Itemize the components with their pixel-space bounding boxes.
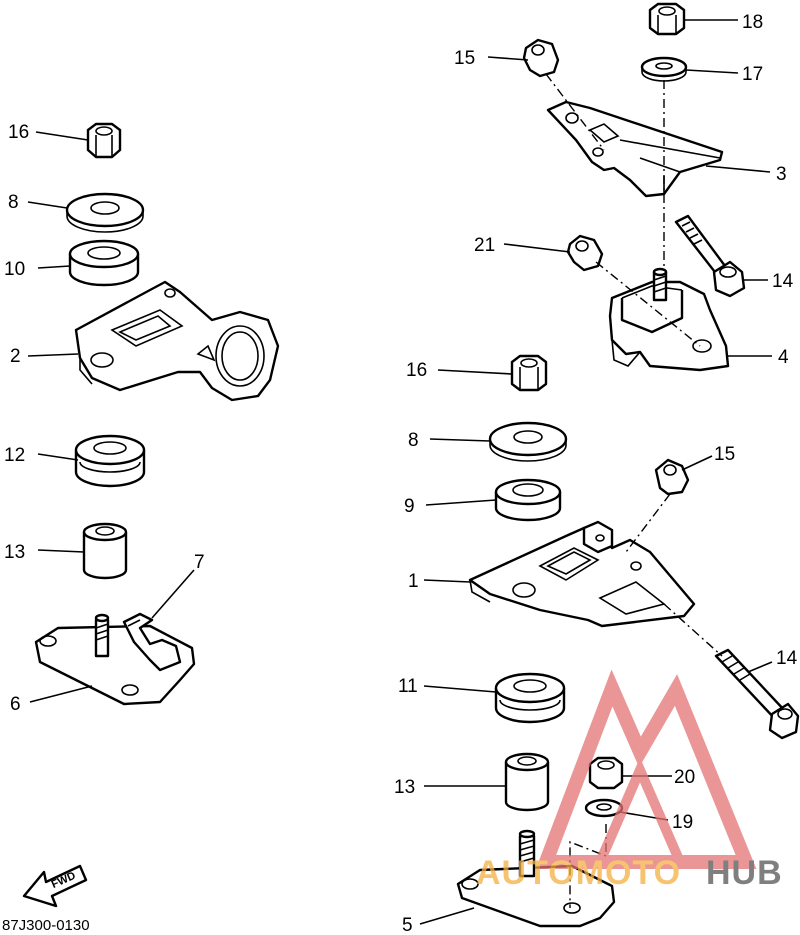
watermark-logo: AUTOMOTO HUB [476,669,783,892]
part-bracket-1 [468,520,696,628]
part-bolt-14-upper [674,214,746,298]
callout-1: 1 [408,571,419,592]
part-grommet-12 [74,434,146,488]
callout-8-right: 8 [408,430,419,451]
watermark-text-a: AUTOMOTO [476,854,681,892]
part-nut-15-mid [654,458,690,496]
watermark-triangle-icon [535,669,757,869]
callout-4: 4 [778,347,789,368]
callout-2: 2 [10,346,21,367]
callout-16-left: 16 [8,122,29,143]
part-nut-15-top [522,38,560,78]
part-nut-21 [566,234,604,272]
part-spacer-9 [494,478,562,522]
part-spacer-10-left [68,239,140,287]
part-nut-16-left [86,122,122,159]
part-nut-18 [648,2,686,36]
part-plate-5 [456,829,616,928]
part-collar-13-right [504,752,550,812]
assembly-lines [545,73,723,908]
callout-labels: 16 8 10 2 12 13 7 6 15 18 17 3 21 14 4 1… [4,12,798,935]
callout-20: 20 [674,767,695,788]
callout-13-left: 13 [4,542,25,563]
part-washer-8-right [488,421,568,462]
watermark-text-b: HUB [706,854,783,892]
callout-8-left: 8 [8,192,19,213]
callout-6: 6 [10,694,21,715]
callout-11: 11 [398,676,418,697]
part-plate-6 [34,612,196,706]
part-nut-20 [588,756,624,790]
part-nut-16-right [510,354,548,392]
callout-13-right: 13 [394,777,415,798]
callout-15-mid: 15 [714,444,735,465]
part-washer-8-left [65,192,145,233]
callout-18: 18 [742,12,763,33]
callout-14-lower: 14 [776,648,798,669]
callout-14-upper: 14 [772,271,794,292]
fwd-arrow-icon: FWD [22,864,88,908]
callout-3: 3 [776,164,787,185]
part-bolt-14-lower [714,648,800,740]
callout-19: 19 [672,812,693,833]
callout-17: 17 [742,64,763,85]
callout-16-right: 16 [406,360,427,381]
leader-lines [27,19,773,925]
callout-21: 21 [474,235,495,256]
callout-5: 5 [402,915,413,935]
callout-10: 10 [4,259,25,280]
diagram-code: 87J300-0130 [2,917,90,934]
part-washer-17 [640,56,688,82]
callout-15-top: 15 [454,48,475,69]
callout-7: 7 [194,552,205,573]
part-grommet-11 [494,672,566,724]
part-collar-13-left [82,522,128,580]
part-bracket-2 [74,280,280,402]
part-bracket-3 [546,100,724,198]
callout-12: 12 [4,445,25,466]
callout-9: 9 [404,496,415,517]
part-mount-4 [608,267,730,372]
